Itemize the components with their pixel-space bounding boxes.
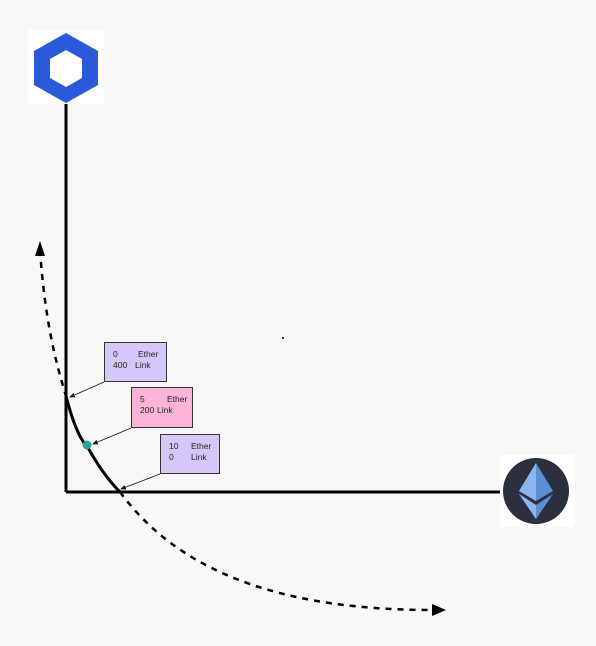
curve-dashed-tail <box>118 491 433 612</box>
label-box-0-ether: 0 Ether 400 Link <box>104 342 167 382</box>
link-unit: Link <box>191 452 207 462</box>
link-amount: 0 <box>169 452 174 462</box>
link-amount: 400 <box>113 360 128 370</box>
label-row-link: 200 Link <box>140 405 192 416</box>
ether-amount: 5 <box>140 394 145 404</box>
label-row-ether: 0 Ether <box>113 349 166 360</box>
current-point <box>82 440 92 450</box>
label-row-ether: 5 Ether <box>140 394 192 405</box>
label-row-link: 0 Link <box>169 452 219 463</box>
leader-line-mid <box>92 427 132 445</box>
leader-line-bottom <box>120 473 161 490</box>
ether-unit: Ether <box>191 441 212 451</box>
ethereum-logo-icon <box>500 455 575 527</box>
stray-dot <box>282 337 284 339</box>
label-row-link: 400 Link <box>113 360 166 371</box>
link-unit: Link <box>135 360 151 370</box>
ether-amount: 10 <box>169 441 179 451</box>
chainlink-logo-icon <box>28 30 104 104</box>
arrowhead-up <box>35 241 45 256</box>
curve-dashed-extension <box>38 249 68 397</box>
label-box-10-ether: 10 Ether 0 Link <box>160 434 220 474</box>
label-box-5-ether: 5 Ether 200 Link <box>131 387 193 428</box>
arrowhead-right <box>432 604 446 616</box>
link-amount: 200 <box>140 405 155 415</box>
ether-unit: Ether <box>138 349 159 359</box>
leader-line-top <box>69 381 105 398</box>
ether-amount: 0 <box>113 349 118 359</box>
ether-unit: Ether <box>167 394 188 404</box>
label-row-ether: 10 Ether <box>169 441 219 452</box>
link-unit: Link <box>157 405 173 415</box>
